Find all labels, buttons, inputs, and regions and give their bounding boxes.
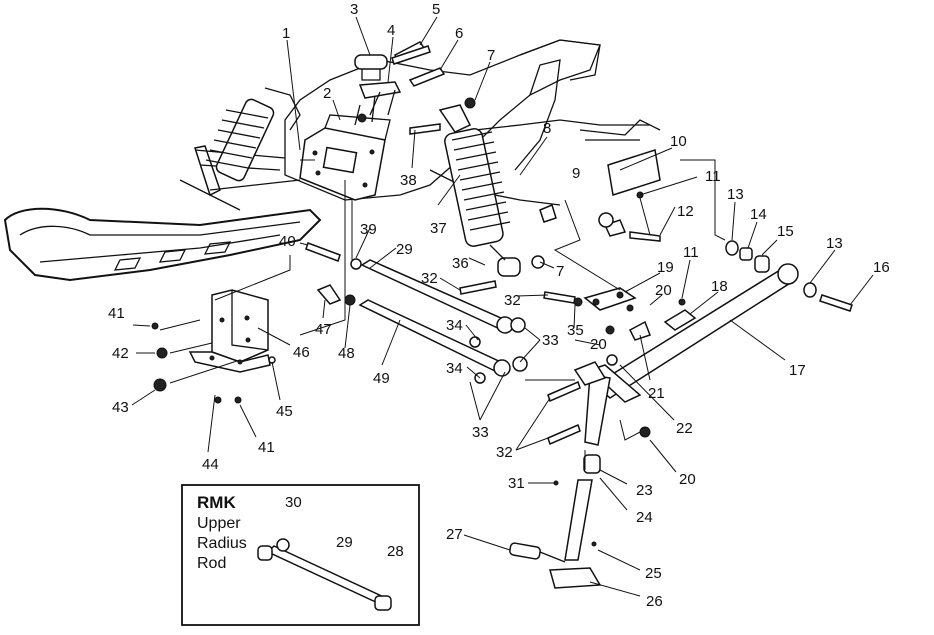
callout-34-upper: 34 bbox=[446, 317, 463, 334]
inset-rod-end-left bbox=[257, 545, 273, 561]
callout-26: 26 bbox=[646, 593, 663, 610]
inset-rmk-upper-radius-rod: RMK Upper Radius Rod bbox=[181, 484, 420, 626]
inset-line-1: Upper bbox=[197, 515, 241, 532]
callout-18: 18 bbox=[711, 278, 728, 295]
callout-4: 4 bbox=[387, 22, 395, 39]
callout-13-right: 13 bbox=[826, 235, 843, 252]
callout-8: 8 bbox=[543, 120, 551, 137]
inset-line-3: Rod bbox=[197, 555, 226, 572]
shock-absorber bbox=[438, 104, 521, 277]
inset-frame bbox=[181, 484, 420, 626]
upper-mount-parts bbox=[354, 41, 446, 116]
leader-lines bbox=[131, 16, 874, 597]
callout-labels: 1 2 3 4 5 6 7 7 8 9 10 11 11 12 13 13 14… bbox=[108, 1, 890, 610]
callout-31: 31 bbox=[508, 475, 525, 492]
callout-5: 5 bbox=[432, 1, 440, 18]
inset-title: RMK bbox=[197, 493, 236, 512]
callout-37: 37 bbox=[430, 220, 447, 237]
callout-47: 47 bbox=[315, 321, 332, 338]
mounting-plate bbox=[299, 94, 391, 201]
ski-left bbox=[3, 207, 322, 282]
left-shock-assembly bbox=[179, 87, 301, 211]
callout-32-bottom: 32 bbox=[496, 444, 513, 461]
callout-10: 10 bbox=[670, 133, 687, 150]
callout-28: 28 bbox=[387, 543, 404, 560]
callout-15: 15 bbox=[777, 223, 794, 240]
callout-9: 9 bbox=[572, 165, 580, 182]
callout-43: 43 bbox=[112, 399, 129, 416]
callout-1: 1 bbox=[282, 25, 290, 42]
callout-42: 42 bbox=[112, 345, 129, 362]
callout-34-lower: 34 bbox=[446, 360, 463, 377]
callout-21: 21 bbox=[648, 385, 665, 402]
callout-14: 14 bbox=[750, 206, 767, 223]
callout-48: 48 bbox=[338, 345, 355, 362]
callout-27: 27 bbox=[446, 526, 463, 543]
callout-39: 39 bbox=[360, 221, 377, 238]
callout-36: 36 bbox=[452, 255, 469, 272]
callout-3: 3 bbox=[350, 1, 358, 18]
callout-17: 17 bbox=[789, 362, 806, 379]
callout-46: 46 bbox=[293, 344, 310, 361]
callout-7-top: 7 bbox=[487, 47, 495, 64]
callout-16: 16 bbox=[873, 259, 890, 276]
callout-23: 23 bbox=[636, 482, 653, 499]
callout-12: 12 bbox=[677, 203, 694, 220]
callout-41-left: 41 bbox=[108, 305, 125, 322]
lower-a-arm bbox=[588, 263, 799, 403]
callout-6: 6 bbox=[455, 25, 463, 42]
callout-19: 19 bbox=[657, 259, 674, 276]
callout-20-top: 20 bbox=[655, 282, 672, 299]
callout-32-left: 32 bbox=[421, 270, 438, 287]
callout-20-mid: 20 bbox=[590, 336, 607, 353]
inset-rod-end-right bbox=[374, 595, 392, 611]
callout-32-right: 32 bbox=[504, 292, 521, 309]
inset-bushing bbox=[276, 538, 290, 552]
callout-25: 25 bbox=[645, 565, 662, 582]
callout-45: 45 bbox=[276, 403, 293, 420]
callout-22: 22 bbox=[676, 420, 693, 437]
callout-24: 24 bbox=[636, 509, 653, 526]
callout-30: 30 bbox=[285, 494, 302, 511]
callout-40: 40 bbox=[279, 233, 296, 250]
callout-29-inset: 29 bbox=[336, 534, 353, 551]
small-brackets bbox=[583, 149, 697, 331]
callout-29-main: 29 bbox=[396, 241, 413, 258]
callout-11-mid: 11 bbox=[683, 244, 699, 261]
callout-38: 38 bbox=[400, 172, 417, 189]
callout-11-top: 11 bbox=[705, 168, 721, 185]
callout-44: 44 bbox=[202, 456, 219, 473]
callout-49: 49 bbox=[373, 370, 390, 387]
callout-35: 35 bbox=[567, 322, 584, 339]
callout-20-bottom: 20 bbox=[679, 471, 696, 488]
callout-33-upper: 33 bbox=[542, 332, 559, 349]
callout-2: 2 bbox=[323, 85, 331, 102]
bracket-assembly bbox=[188, 289, 271, 373]
radius-rods bbox=[358, 259, 528, 384]
inset-line-2: Radius bbox=[197, 535, 247, 552]
callout-13-left: 13 bbox=[727, 186, 744, 203]
spindle bbox=[509, 361, 611, 589]
alignment-lines bbox=[159, 159, 726, 470]
callout-7-mid: 7 bbox=[556, 263, 564, 280]
callout-41-bottom: 41 bbox=[258, 439, 275, 456]
callout-33-lower: 33 bbox=[472, 424, 489, 441]
